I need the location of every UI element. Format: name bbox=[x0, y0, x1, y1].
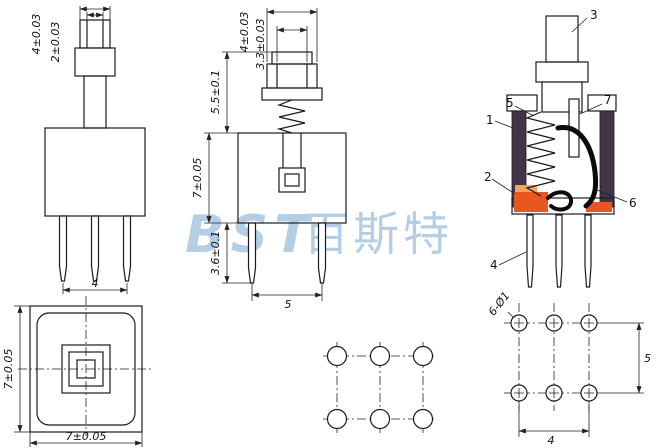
bottom-left-dimension: 7±0.05 bbox=[2, 305, 30, 433]
pin-group bbox=[526, 214, 592, 288]
spring-symbol bbox=[276, 99, 306, 134]
hole-callout: 6-Ø1 bbox=[486, 289, 515, 318]
part-label-6: 6 bbox=[629, 196, 637, 210]
side-bottom-dimension: 5 bbox=[251, 283, 323, 311]
footprint-right: 6-Ø1 5 4 bbox=[486, 289, 651, 447]
switch-body-outline bbox=[237, 132, 347, 224]
part-label-1: 1 bbox=[486, 113, 494, 127]
base-rounded-outline bbox=[36, 312, 136, 426]
base-outline bbox=[29, 305, 143, 433]
col-span-dimension: 4 bbox=[518, 401, 590, 447]
dim-bottom-width: 7±0.05 bbox=[66, 430, 107, 443]
dim-side-top-inner: 3.3±0.03 bbox=[254, 18, 267, 69]
front-bottom-dimension: 4 bbox=[62, 277, 128, 294]
switch-body-outline bbox=[44, 127, 146, 217]
part-label-2: 2 bbox=[484, 170, 492, 184]
dim-col-span: 4 bbox=[548, 434, 555, 447]
plunger-knob-hatched bbox=[545, 15, 579, 63]
part-label-3: 3 bbox=[590, 8, 598, 22]
contact-highlight-pale bbox=[515, 185, 537, 193]
plunger-outline bbox=[74, 19, 116, 129]
contact-highlight-left bbox=[514, 192, 548, 212]
plunger-outline bbox=[261, 51, 323, 101]
dim-row-pitch: 5 bbox=[644, 352, 651, 365]
part-label-7: 7 bbox=[604, 93, 612, 107]
front-top-dimensions: 4±0.03 2±0.03 bbox=[30, 6, 111, 63]
dim-side-top-outer: 4±0.03 bbox=[238, 12, 251, 53]
coil-spring bbox=[525, 111, 556, 197]
dim-bottom-height: 7±0.05 bbox=[2, 349, 15, 390]
side-left-dimensions: 5.5±0.1 7±0.05 3.6±0.1 bbox=[191, 51, 272, 284]
watermark-latin-text: BST bbox=[185, 205, 316, 265]
contact-wire bbox=[555, 125, 599, 209]
watermark: BST 百斯特 bbox=[185, 205, 453, 265]
housing-wall-right bbox=[599, 110, 615, 208]
dim-body-height: 7±0.05 bbox=[191, 158, 204, 199]
part-callouts: 3 5 7 1 2 6 4 bbox=[484, 8, 637, 272]
watermark-cjk-text: 百斯特 bbox=[303, 207, 453, 261]
plunger-collar-hatched bbox=[535, 61, 589, 83]
pin-group bbox=[247, 222, 327, 284]
dim-front-top-outer: 4±0.03 bbox=[30, 14, 43, 55]
front-view: 4±0.03 2±0.03 4 bbox=[30, 6, 146, 294]
side-top-dimensions: 4±0.03 3.3±0.03 bbox=[238, 8, 318, 70]
hole-group bbox=[326, 345, 434, 430]
part-label-5: 5 bbox=[506, 96, 514, 110]
center-boss-outline bbox=[61, 344, 111, 394]
row-pitch-dimension: 5 bbox=[597, 322, 651, 394]
dim-pin-length: 3.6±0.1 bbox=[209, 231, 222, 275]
dim-hole-diameter: 6-Ø1 bbox=[486, 289, 513, 318]
bottom-width-dimension: 7±0.05 bbox=[29, 430, 143, 447]
section-view: 3 5 7 1 2 6 4 bbox=[484, 8, 637, 288]
dim-side-pin-span: 5 bbox=[285, 298, 292, 311]
housing-base bbox=[511, 197, 615, 215]
part-label-4: 4 bbox=[490, 258, 498, 272]
dim-plunger-height: 5.5±0.1 bbox=[209, 70, 222, 114]
bottom-view: 7±0.05 7±0.05 bbox=[2, 296, 154, 447]
hole-group bbox=[510, 314, 598, 402]
inner-mechanism-outline bbox=[278, 133, 306, 193]
dim-front-top-inner: 2±0.03 bbox=[49, 22, 62, 63]
side-view: 4±0.03 3.3±0.03 5.5±0.1 7±0.05 3.6±0.1 5 bbox=[191, 8, 347, 311]
pin-group bbox=[58, 215, 132, 282]
dim-front-pin-span: 4 bbox=[92, 277, 99, 290]
contact-wire-hook bbox=[546, 190, 573, 212]
hole-center-crosses bbox=[514, 318, 594, 398]
contact-highlight-right bbox=[586, 202, 612, 212]
footprint-middle bbox=[323, 342, 437, 433]
